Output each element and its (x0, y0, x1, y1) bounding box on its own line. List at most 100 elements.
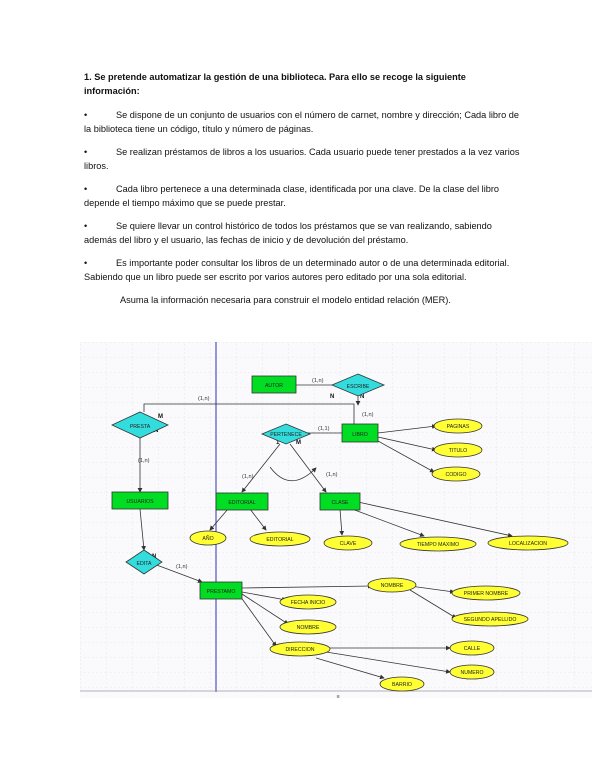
entity-libro[interactable]: LIBRO (341, 423, 379, 443)
line-editorial-editorial (249, 508, 267, 531)
line-clase-clave (339, 508, 345, 536)
attribute-numero[interactable]: NUMERO (449, 664, 495, 680)
line-prestamo-direccion (239, 595, 277, 647)
attribute-editorial[interactable]: EDITORIAL (249, 531, 311, 547)
attribute-direccion[interactable]: DIRECCION (269, 641, 331, 657)
card-libro-clase: (1,1) (318, 426, 330, 432)
bullet-dot: • (84, 110, 88, 120)
entity-clase-label: CLASE (331, 500, 349, 506)
svg-text:NUMERO: NUMERO (460, 670, 483, 676)
er-diagram: ≡ (1,n) (1,n) (1,n) (1,1) (1,n) (1,n) (80, 342, 592, 698)
scroll-marker: ≡ (336, 694, 339, 698)
relation-presta[interactable]: EDITA (125, 549, 163, 575)
line-clase-localizacion (357, 501, 513, 538)
connection-lines (137, 384, 513, 680)
bullet-prestamos: •Se realizan préstamos de libros a los u… (84, 145, 524, 173)
line-libro-codigo (377, 440, 435, 473)
entity-autor-label: AUTOR (265, 383, 283, 389)
attribute-usuario-group[interactable]: NOMBRE (367, 577, 417, 593)
attribute-codigo[interactable]: CODIGO (431, 466, 481, 482)
entity-prestamo[interactable]: PRESTAMO (199, 581, 243, 600)
entity-libro-label: LIBRO (352, 432, 368, 438)
line-editorial-ano (209, 508, 229, 531)
line-edita-loop (269, 466, 317, 482)
card-presta-prestamo: (1,n) (176, 564, 188, 570)
grid-lines (80, 342, 592, 690)
svg-text:TIEMPO MAXIMO: TIEMPO MAXIMO (417, 542, 459, 548)
bullet-text: Se dispone de un conjunto de usuarios co… (84, 110, 519, 134)
relation-presta-label: EDITA (137, 561, 152, 567)
line-clase-tiempo (351, 508, 425, 537)
card-edita-editorial: (1,n) (242, 474, 254, 480)
bullet-clase: •Cada libro pertenece a una determinada … (84, 182, 524, 210)
mark-prestamo-m: M (158, 414, 163, 420)
attribute-clave[interactable]: CLAVE (323, 535, 373, 551)
entity-usuarios-label: USUARIOS (126, 499, 154, 505)
line-usuario-primer (409, 585, 455, 594)
attribute-ano[interactable]: AÑO (189, 530, 227, 546)
attribute-paginas[interactable]: PAGINAS (433, 418, 483, 434)
line-libro-titulo (377, 436, 437, 452)
bullet-text: Se realizan préstamos de libros a los us… (84, 147, 520, 171)
svg-text:FECHA INICIO: FECHA INICIO (291, 600, 326, 606)
attribute-tiempo-maximo[interactable]: TIEMPO MAXIMO (399, 536, 477, 552)
svg-text:NOMBRE: NOMBRE (381, 583, 404, 589)
entity-autor[interactable]: AUTOR (251, 375, 297, 394)
mark-pertenece-1: 1 (276, 440, 280, 446)
attribute-fecha-inicio[interactable]: FECHA INICIO (279, 594, 337, 610)
entity-clase[interactable]: CLASE (319, 492, 361, 511)
line-usuarios-presta (139, 508, 147, 551)
line-prestamo-usuario (241, 583, 373, 589)
line-prestamo-nombre (241, 593, 289, 625)
document-body: 1. Se pretende automatizar la gestión de… (84, 70, 524, 316)
attribute-segundo-apellido[interactable]: SEGUNDO APELLIDO (451, 611, 529, 627)
line-prestamo-fecha (241, 591, 287, 602)
bullet-historico: •Se quiere llevar un control histórico d… (84, 219, 524, 247)
attribute-barrio[interactable]: BARRIO (379, 676, 425, 692)
entity-editorial[interactable]: EDITORIAL (215, 492, 269, 511)
svg-text:CALLE: CALLE (464, 646, 481, 652)
mark-prestamo-n: N (154, 428, 158, 434)
line-pertenece-editorial (241, 443, 281, 493)
card-autor-escribe: (1,n) (312, 378, 324, 384)
attribute-titulo[interactable]: TITULO (433, 442, 483, 458)
svg-text:AÑO: AÑO (202, 535, 213, 542)
svg-text:DIRECCION: DIRECCION (285, 647, 314, 653)
attribute-nombre[interactable]: NOMBRE (279, 619, 337, 635)
svg-text:BARRIO: BARRIO (392, 682, 412, 688)
card-edita-clase: (1,n) (326, 472, 338, 478)
bullet-dot: • (84, 221, 88, 231)
mark-escribe-n2: N (360, 394, 364, 400)
relation-escribe[interactable]: ESCRIBE (330, 373, 386, 397)
attribute-primer-nombre[interactable]: PRIMER NOMBRE (451, 585, 521, 601)
relation-escribe-label: ESCRIBE (347, 384, 370, 390)
mark-escribe-n: N (330, 394, 334, 400)
line-direccion-numero (325, 651, 451, 674)
svg-text:EDITORIAL: EDITORIAL (266, 537, 293, 543)
mark-pertenece-m: M (296, 440, 301, 446)
er-diagram-canvas: ≡ (1,n) (1,n) (1,n) (1,1) (1,n) (1,n) (80, 342, 592, 698)
svg-text:LOCALIZACION: LOCALIZACION (509, 541, 547, 547)
svg-text:TITULO: TITULO (449, 448, 467, 454)
closing-instruction: Asuma la información necesaria para cons… (120, 295, 451, 305)
attribute-localizacion[interactable]: LOCALIZACION (487, 535, 569, 551)
bullet-text: Cada libro pertenece a una determinada c… (84, 184, 500, 208)
svg-text:CODIGO: CODIGO (445, 472, 466, 478)
line-direccion-barrio (315, 657, 385, 680)
relation-presta-libro-label: PRESTA (130, 424, 151, 430)
card-libro-usuario: (1,n) (198, 396, 210, 402)
attribute-calle[interactable]: CALLE (449, 640, 495, 656)
bullet-autor-editorial: •Es importante poder consultar los libro… (84, 256, 524, 284)
entity-usuarios[interactable]: USUARIOS (111, 491, 169, 510)
bullet-dot: • (84, 147, 88, 157)
svg-text:CLAVE: CLAVE (340, 541, 357, 547)
relation-presta-libro[interactable]: PRESTA (111, 411, 169, 439)
relation-pertenece[interactable]: PERTENECE (260, 423, 312, 445)
line-prestamo-libro (143, 403, 355, 432)
line-presta-prestamo (153, 563, 203, 583)
entity-editorial-label: EDITORIAL (228, 500, 255, 506)
line-libro-paginas (377, 424, 437, 434)
line-pertenece-clase (289, 443, 327, 493)
svg-text:PAGINAS: PAGINAS (447, 424, 470, 430)
bullet-dot: • (84, 258, 88, 268)
